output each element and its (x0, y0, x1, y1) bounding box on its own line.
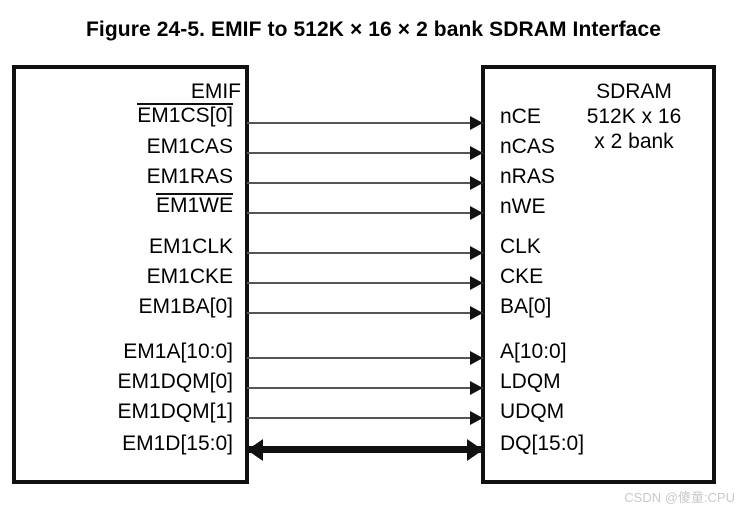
arrowhead-right-icon (470, 306, 483, 320)
sdram-pin-label: BA[0] (500, 295, 552, 318)
signal-line (247, 182, 483, 184)
arrowhead-right-icon (470, 351, 483, 365)
signal-line (247, 122, 483, 124)
sdram-pin-label: CLK (500, 235, 541, 258)
sdram-title-line-2: 512K x 16 (586, 105, 682, 128)
arrowhead-right-icon (470, 206, 483, 220)
active-low-overline: EM1WE (155, 193, 233, 217)
sdram-pin-label: nRAS (500, 165, 555, 188)
arrowhead-left-icon (247, 439, 263, 461)
signal-line (247, 387, 483, 389)
emif-pin-label: EM1DQM[0] (117, 370, 233, 393)
arrowhead-right-icon (470, 146, 483, 160)
arrowhead-right-icon (470, 116, 483, 130)
emif-pin-label: EM1RAS (146, 165, 233, 188)
emif-block (12, 65, 249, 484)
sdram-block-title: SDRAM 512K x 16 x 2 bank (560, 79, 708, 154)
signal-line (247, 212, 483, 214)
emif-block-title: EMIF (190, 80, 241, 103)
signal-line (247, 282, 483, 284)
sdram-pin-label: nWE (500, 195, 546, 218)
sdram-title-line-3: x 2 bank (594, 130, 674, 153)
emif-pin-label: EM1A[10:0] (123, 340, 233, 363)
arrowhead-right-icon (470, 276, 483, 290)
signal-bus-line (247, 446, 483, 453)
arrowhead-right-icon (470, 411, 483, 425)
arrowhead-right-icon (470, 246, 483, 260)
arrowhead-right-icon (470, 381, 483, 395)
sdram-pin-label: nCE (500, 105, 541, 128)
signal-line (247, 152, 483, 154)
csdn-watermark: CSDN @傻童:CPU (624, 490, 735, 505)
arrowhead-right-icon (467, 439, 483, 461)
emif-pin-label: EM1WE (12, 193, 241, 216)
sdram-pin-label: LDQM (500, 370, 561, 393)
signal-line (247, 417, 483, 419)
figure-title: Figure 24-5. EMIF to 512K × 16 × 2 bank … (85, 18, 661, 41)
emif-pin-label: EM1CAS (146, 135, 233, 158)
emif-pin-label: EM1CKE (146, 265, 233, 288)
arrowhead-right-icon (470, 176, 483, 190)
signal-line (247, 252, 483, 254)
sdram-pin-label: DQ[15:0] (500, 432, 585, 455)
emif-pin-label: EM1D[15:0] (122, 432, 233, 455)
emif-pin-label: EM1DQM[1] (117, 400, 233, 423)
emif-pin-label: EM1CLK (148, 235, 233, 258)
sdram-pin-label: nCAS (500, 135, 555, 158)
sdram-title-line-1: SDRAM (596, 80, 672, 103)
sdram-pin-label: UDQM (500, 400, 565, 423)
emif-pin-label: EM1BA[0] (138, 295, 233, 318)
emif-pin-label: EM1CS[0] (12, 103, 241, 126)
signal-line (247, 357, 483, 359)
signal-line (247, 312, 483, 314)
sdram-pin-label: CKE (500, 265, 544, 288)
sdram-block (481, 65, 716, 484)
active-low-overline: EM1CS[0] (137, 103, 233, 127)
sdram-pin-label: A[10:0] (500, 340, 567, 363)
